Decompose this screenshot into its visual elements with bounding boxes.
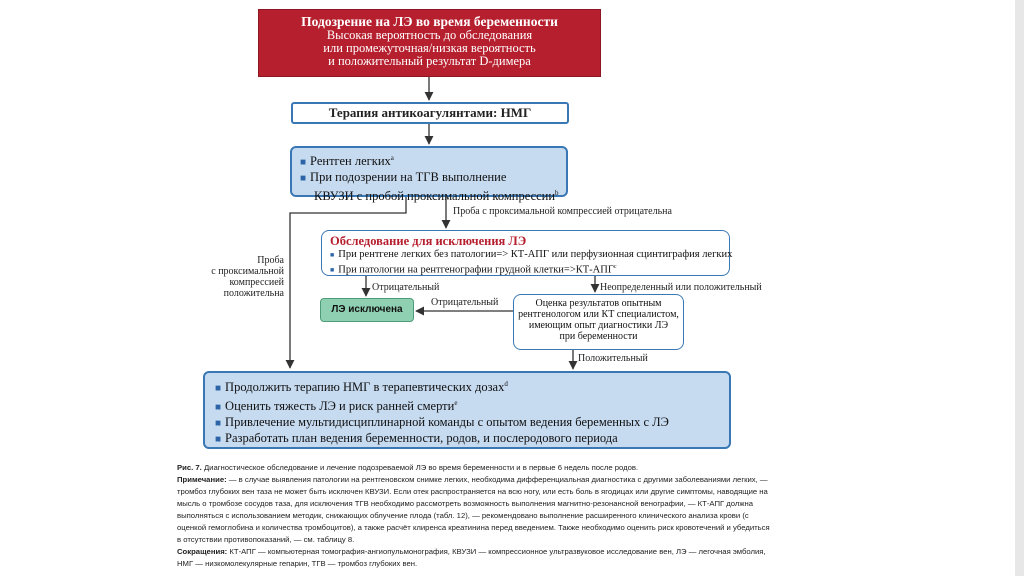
pe-excluded-box: ЛЭ исключена — [320, 298, 414, 322]
indeterminate-label: Неопределенный или положительный — [600, 282, 762, 293]
negative-label: Отрицательный — [372, 282, 440, 293]
bullet-icon: ■ — [215, 434, 222, 446]
caption-abbreviations: Сокращения: КТ-АПГ — компьютерная томогр… — [177, 547, 766, 568]
bullet-icon: ■ — [215, 383, 222, 395]
bullet-icon: ■ — [215, 418, 222, 430]
anticoagulant-box: Терапия антикоагулянтами: НМГ — [291, 102, 569, 124]
suspicion-box: Подозрение на ЛЭ во время беременности В… — [258, 9, 601, 77]
figure-caption: Рис. 7. Диагностическое обследование и л… — [177, 462, 771, 570]
bullet-icon: ■ — [330, 251, 335, 259]
positive-label: Положительный — [578, 353, 648, 364]
arrow-xray-to-continue — [285, 197, 407, 369]
list-item: ■При патологии на рентгенографии грудной… — [330, 263, 617, 276]
side-strip — [1015, 0, 1024, 576]
bullet-icon: ■ — [215, 402, 222, 414]
exclusion-exam-box: Обследование для исключения ЛЭ ■При рент… — [321, 230, 733, 276]
caption-note: Примечание: — в случае выявления патолог… — [177, 475, 770, 544]
positive-probe-label: Проба с проксимальной компрессией положи… — [211, 255, 284, 299]
list-item: ■Привлечение мультидисциплинарной команд… — [215, 415, 669, 430]
negative-probe-label: Проба с проксимальной компрессией отрица… — [453, 206, 672, 217]
suspicion-line: Высокая вероятность до обследования — [326, 28, 533, 42]
list-item: ■При рентгене легких без патологии=> КТ-… — [330, 249, 733, 260]
list-item: ■Разработать план ведения беременности, … — [215, 431, 618, 446]
suspicion-line: или промежуточная/низкая вероятность — [323, 41, 536, 55]
suspicion-line: и положительный результат D-димера — [328, 54, 531, 68]
list-item: ■Оценить тяжесть ЛЭ и риск ранней смерти… — [215, 399, 458, 414]
expert-assessment-box: Оценка результатов опытным рентгенологом… — [513, 294, 684, 350]
suspicion-title: Подозрение на ЛЭ во время беременности — [301, 14, 558, 29]
list-item: ■При подозрении на ТГВ выполнение — [300, 170, 507, 185]
exam-title: Обследование для исключения ЛЭ — [330, 234, 527, 248]
bullet-icon: ■ — [300, 173, 307, 185]
bullet-icon: ■ — [300, 157, 307, 169]
list-item-continued: КВУЗИ с пробой проксимальной компрессииb — [314, 189, 559, 204]
negative-label: Отрицательный — [431, 297, 499, 308]
continue-therapy-box: ■Продолжить терапию НМГ в терапевтически… — [203, 371, 731, 449]
list-item: ■Рентген легкихa — [300, 154, 394, 169]
xray-box: ■Рентген легкихa ■При подозрении на ТГВ … — [290, 146, 568, 203]
caption-figure-line: Рис. 7. Диагностическое обследование и л… — [177, 463, 639, 472]
list-item: ■Продолжить терапию НМГ в терапевтически… — [215, 380, 508, 395]
bullet-icon: ■ — [330, 266, 335, 274]
